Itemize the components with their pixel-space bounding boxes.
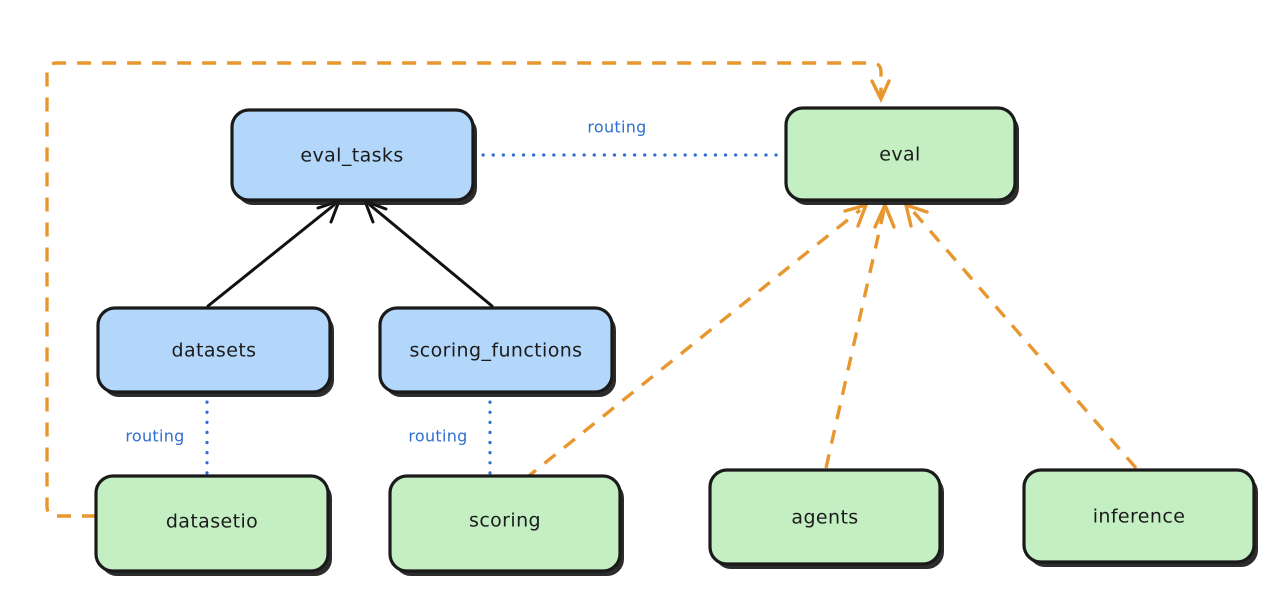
edge-label-layer: routing routing routing [125,118,646,446]
node-scoring_functions-body[interactable] [378,306,614,394]
node-inference-body[interactable] [1022,468,1256,564]
node-eval_tasks-label: eval_tasks [300,145,403,167]
node-scoring-body[interactable] [388,474,622,573]
node-agents-body[interactable] [708,468,942,566]
node-datasetio-body[interactable] [94,474,330,573]
node-eval-label: eval [879,144,920,166]
edge-datasets-eval-tasks [206,198,342,308]
edge-inference-eval [903,202,1138,470]
node-datasets[interactable]: datasets [96,306,334,397]
node-inference[interactable]: inference [1022,468,1258,567]
node-eval_tasks[interactable]: eval_tasks [230,108,477,205]
node-eval_tasks-body[interactable] [230,108,475,202]
edge-datasetio-eval [45,61,891,518]
node-scoring_functions-label: scoring_functions [410,340,583,362]
edge-agents-eval [824,200,896,469]
node-scoring-label: scoring [469,510,541,532]
node-scoring_functions[interactable]: scoring_functions [378,306,616,397]
edge-label-routing-datasetio: routing [125,427,184,446]
node-eval[interactable]: eval [784,106,1019,205]
node-datasets-body[interactable] [96,306,332,394]
node-layer: eval_tasks eval datasets scoring_functio… [94,106,1258,576]
node-inference-label: inference [1093,506,1186,528]
node-scoring[interactable]: scoring [388,474,624,576]
node-eval-body[interactable] [784,106,1017,202]
node-datasetio-label: datasetio [166,511,258,533]
node-agents-label: agents [791,507,858,529]
edge-label-routing-scoring: routing [408,427,467,446]
edge-scoring-functions-eval-tasks [362,198,494,308]
node-datasets-label: datasets [172,340,257,362]
node-agents[interactable]: agents [708,468,944,569]
edge-label-routing-eval: routing [587,118,646,137]
node-datasetio[interactable]: datasetio [94,474,332,576]
